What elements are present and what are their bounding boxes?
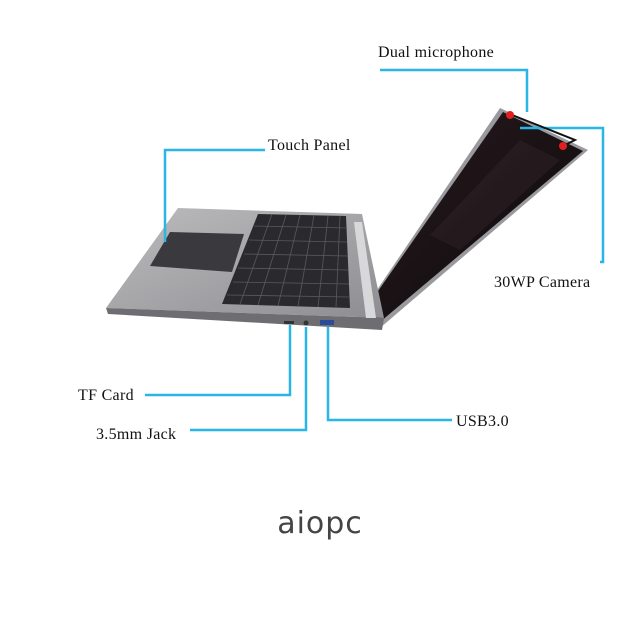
mic-marker-left (506, 111, 514, 119)
tf-card-label: TF Card (78, 387, 134, 404)
mic-marker-right (559, 142, 567, 150)
callout-microphone (380, 68, 529, 112)
keyboard (222, 214, 350, 308)
touch-panel (150, 232, 244, 272)
usb-port (320, 320, 334, 325)
laptop-screen (362, 112, 583, 322)
callout-touch-panel (163, 148, 265, 242)
callout-jack (190, 327, 308, 432)
jack-port (303, 320, 309, 326)
keyboard-keys (226, 213, 350, 308)
callout-camera (520, 126, 605, 264)
usb-label: USB3.0 (456, 413, 509, 430)
callout-usb (326, 327, 452, 422)
hinge (354, 222, 376, 318)
callout-tf-card (145, 325, 292, 397)
dual-microphone-label: Dual microphone (378, 44, 495, 61)
touch-panel-label: Touch Panel (268, 137, 351, 154)
camera-label: 30WP Camera (494, 274, 591, 291)
brand-text: aiopc (277, 506, 363, 541)
jack-label: 3.5mm Jack (96, 426, 177, 443)
mic-connector (511, 114, 578, 147)
screen-reflection (430, 140, 560, 250)
tf-card-port (284, 321, 294, 324)
laptop-base-edge (106, 308, 384, 330)
callout-lines (145, 68, 605, 432)
